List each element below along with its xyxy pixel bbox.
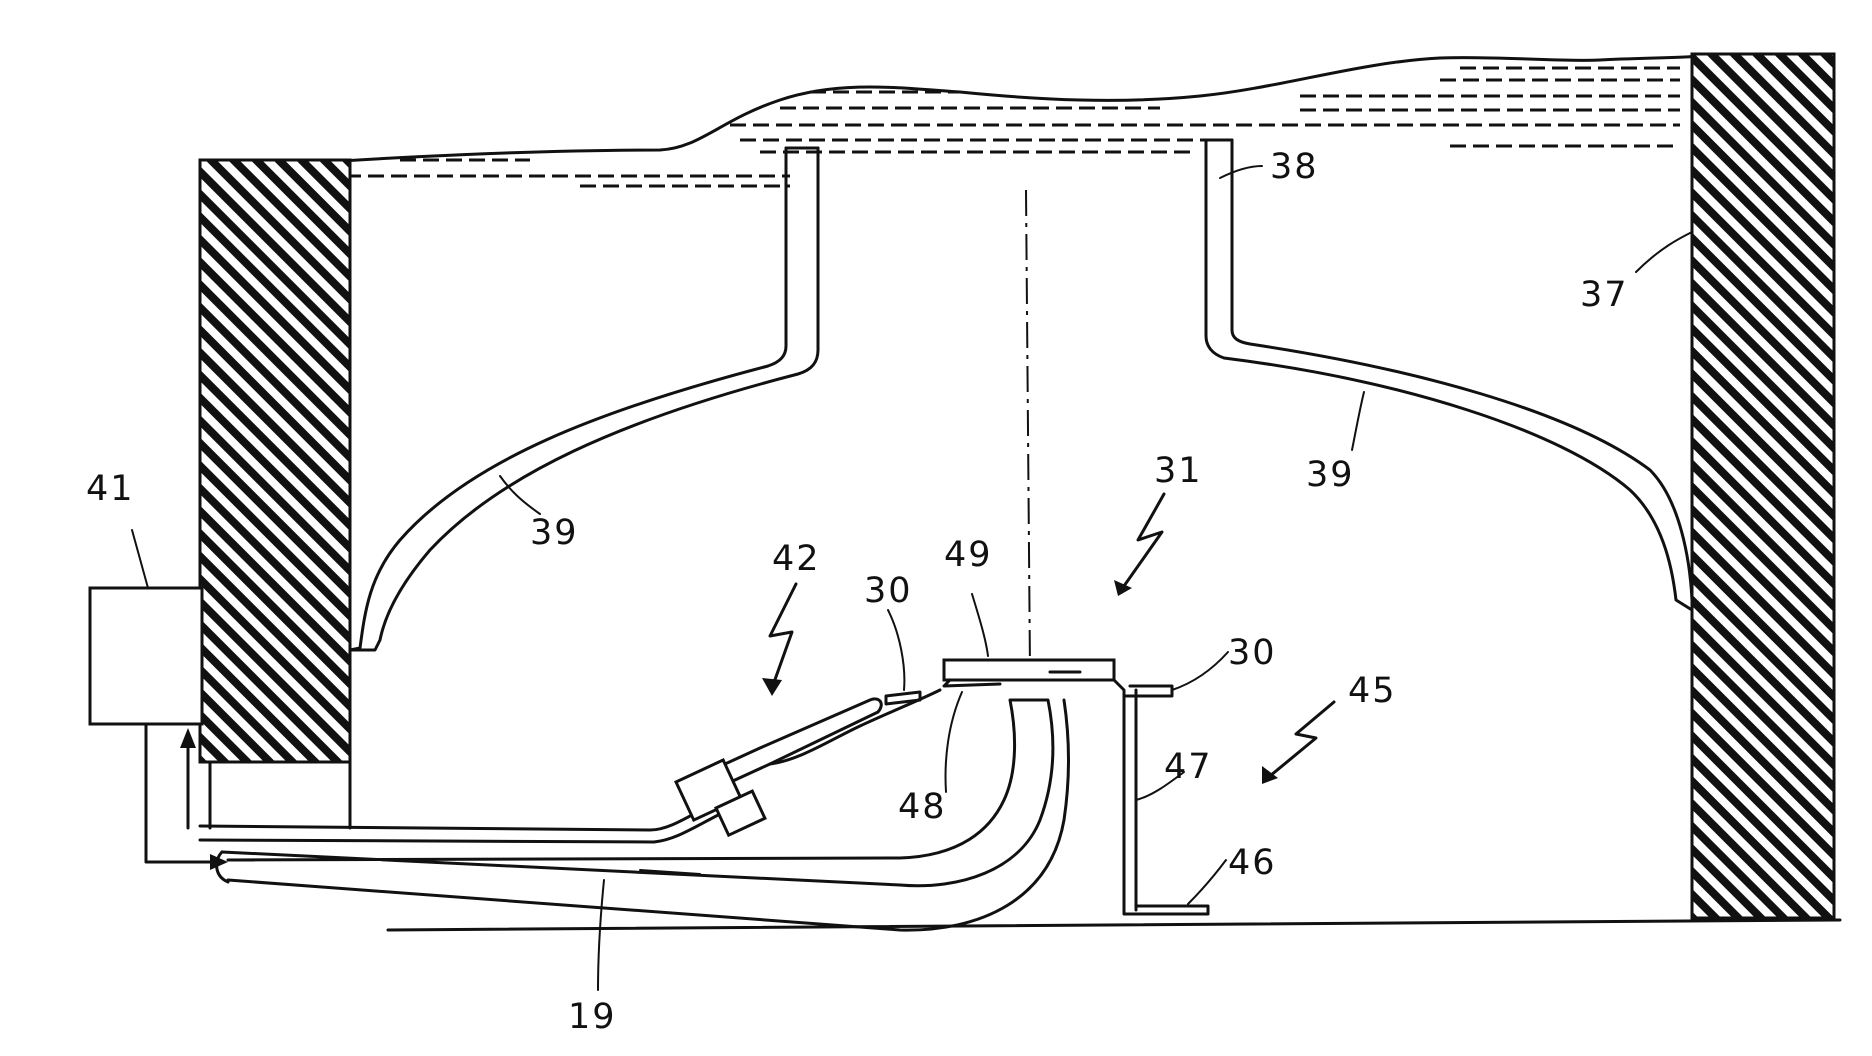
- zigzag-arrow-42: [770, 584, 796, 688]
- left-wall: [200, 160, 350, 762]
- arrowhead-45: [1262, 766, 1278, 784]
- arrowhead-42: [762, 678, 782, 696]
- label-39-right: 39: [1306, 455, 1355, 495]
- leader-49: [972, 594, 988, 656]
- leader-39b: [1352, 392, 1364, 450]
- dome-left-inner: [350, 148, 818, 650]
- zigzag-arrow-45: [1270, 702, 1334, 776]
- control-box: [90, 588, 202, 724]
- leader-41: [132, 530, 148, 588]
- label-48: 48: [898, 787, 947, 827]
- leader-30a: [888, 610, 904, 690]
- label-49: 49: [944, 535, 993, 575]
- label-39-left: 39: [530, 513, 579, 553]
- label-45: 45: [1348, 671, 1397, 711]
- label-47: 47: [1164, 747, 1213, 787]
- leader-19: [598, 880, 604, 990]
- center-axis: [1026, 190, 1030, 670]
- leader-30b: [1172, 652, 1228, 690]
- leader-46: [1188, 860, 1226, 904]
- burner-plate: [944, 660, 1114, 680]
- right-wall: [1692, 54, 1834, 918]
- label-30-right: 30: [1228, 633, 1277, 673]
- gas-pipe-end: [217, 852, 228, 882]
- zigzag-arrow-31: [1124, 494, 1164, 586]
- label-41: 41: [86, 469, 135, 509]
- label-30-left: 30: [864, 571, 913, 611]
- floor-line: [388, 920, 1840, 930]
- label-31: 31: [1154, 451, 1203, 491]
- water-surface: [200, 56, 1700, 172]
- bracket-foot-46: [1136, 906, 1208, 914]
- dome-right: [1206, 140, 1692, 610]
- signal-arrow-up: [180, 728, 196, 748]
- lead-line: [200, 800, 720, 830]
- left-wall-base: [210, 762, 350, 828]
- arrowhead-31: [1114, 580, 1132, 596]
- label-19: 19: [568, 997, 617, 1037]
- label-46: 46: [1228, 843, 1277, 883]
- label-42: 42: [772, 539, 821, 579]
- label-37: 37: [1580, 275, 1629, 315]
- tab-30-right: [1124, 686, 1172, 696]
- leader-48: [946, 692, 962, 792]
- label-38: 38: [1270, 147, 1319, 187]
- leader-39a: [500, 476, 540, 514]
- water-dashes: [345, 68, 1680, 186]
- leader-38: [1220, 166, 1262, 178]
- leader-37: [1636, 232, 1692, 272]
- dome-left: [350, 148, 786, 655]
